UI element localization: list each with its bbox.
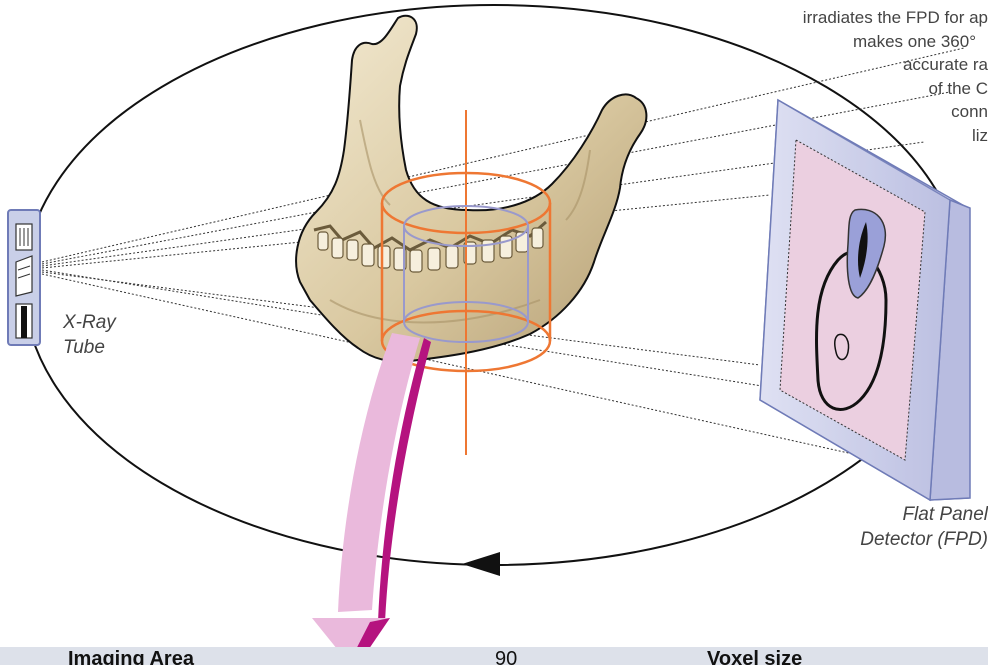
process-description: irradiates the FPD for ap makes one 360°… bbox=[688, 6, 988, 147]
xray-tube-label: X-Ray Tube bbox=[63, 310, 116, 360]
xray-tube-icon bbox=[8, 210, 40, 345]
imaging-area-header: Imaging Area bbox=[68, 648, 194, 665]
description-line-2: makes one 360° bbox=[688, 30, 976, 54]
slice-output-arrow bbox=[312, 333, 431, 665]
description-line-6: liz bbox=[688, 124, 988, 148]
xray-tube-label-line-1: X-Ray bbox=[63, 310, 116, 335]
voxel-size-header: Voxel size bbox=[707, 648, 802, 665]
fpd-label-line-1: Flat Panel bbox=[860, 502, 988, 527]
fpd-label: Flat Panel Detector (FPD) bbox=[860, 502, 988, 552]
description-line-3: accurate ra bbox=[688, 53, 988, 77]
imaging-area-value: 90 bbox=[495, 648, 517, 665]
specs-table-header: Imaging Area 90 Voxel size bbox=[0, 647, 988, 665]
flat-panel-detector bbox=[760, 100, 970, 500]
description-line-5: conn bbox=[688, 100, 988, 124]
description-line-4: of the C bbox=[688, 77, 988, 101]
fpd-label-line-2: Detector (FPD) bbox=[860, 527, 988, 552]
mandible-image bbox=[296, 16, 646, 362]
xray-tube-label-line-2: Tube bbox=[63, 335, 116, 360]
orbit-direction-arrow bbox=[462, 552, 500, 576]
description-line-1: irradiates the FPD for ap bbox=[688, 6, 988, 30]
